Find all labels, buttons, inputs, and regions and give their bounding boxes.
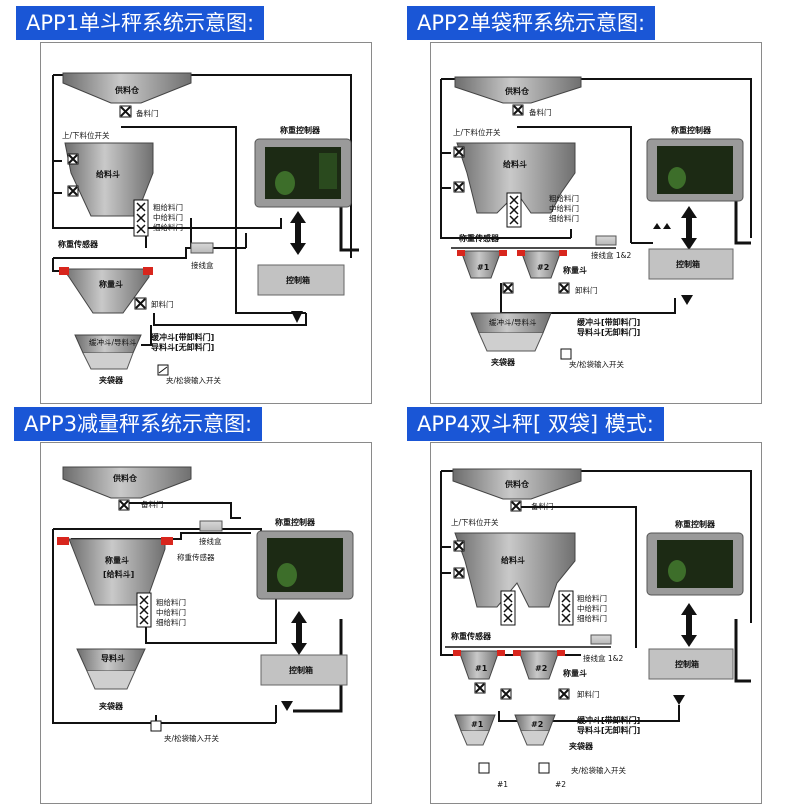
buffer2-label: #2 [531,720,543,729]
discharge-gate-label: 卸料门 [577,689,600,699]
bag-clamp-label: 夹袋器 [99,701,124,711]
app2-title: APP2单袋秤系统示意图: [407,6,656,40]
weigh-hopper-label: 称量斗 [563,265,587,275]
guide-note: 导料斗[无卸料门] [577,327,640,337]
buffer1-label: #1 [471,720,484,729]
controller-label: 称重控制器 [675,519,716,529]
app3-title: APP3减量秤系统示意图: [14,407,263,441]
coarse-gate-label: 粗给料门 [549,193,579,203]
bag-switch-label: 夹/松袋输入开关 [166,375,222,385]
bag-switch-label: 夹/松袋输入开关 [571,765,627,775]
app3-svg: 供料仓 备料门 接线盒 称重传感器 称量斗 [给料斗] 粗给料门 中给料门 细给… [52,466,354,743]
discharge-gate-label: 卸料门 [151,299,174,309]
controller-label: 称重控制器 [280,125,321,135]
junction-box-label: 接线盒 1&2 [591,250,632,260]
feed-hopper-label: 给料斗 [503,159,527,169]
bag-clamp-shape [82,352,134,370]
feed-hopper-bracket-label: [给料斗] [103,569,134,579]
bag-clamp-label: 夹袋器 [99,375,124,385]
switch1-label: #1 [497,780,508,789]
supply-bin-label: 供料仓 [114,85,140,95]
guide-note: 导料斗[无卸料门] [577,725,640,735]
guide-hopper-label: 导料斗 [101,653,125,663]
coarse-gate-label: 粗给料门 [153,202,183,212]
load-sensor-label: 称重传感器 [58,239,99,249]
control-box-label: 控制箱 [675,659,699,669]
app4-title: APP4双斗秤[ 双袋] 模式: [407,407,664,441]
medium-gate-label: 中给料门 [549,203,579,213]
guide-note: 导料斗[无卸料门] [151,342,214,352]
fine-gate-label: 细给料门 [577,613,607,623]
buffer-note: 缓冲斗[带卸料门] [577,715,640,725]
standby-gate-label: 备料门 [136,108,159,118]
app2-diagram: 供料仓 备料门 上/下料位开关 给料斗 粗给料门 中给料门 细给料门 称重控制器… [430,42,762,404]
fine-gate-label: 细给料门 [153,222,183,232]
bag-clamp-label: 夹袋器 [569,741,594,751]
controller-label: 称重控制器 [671,125,712,135]
bag-switch-label: 夹/松袋输入开关 [569,359,625,369]
medium-gate-label: 中给料门 [577,603,607,613]
feed-hopper-label: 给料斗 [501,555,525,565]
standby-gate-label: 备料门 [531,501,554,511]
weigh-hopper-label: 称量斗 [99,279,123,289]
supply-bin-shape [62,72,192,104]
junction-box-label: 接线盒 [199,536,222,546]
feed-hopper-label: 给料斗 [96,169,120,179]
medium-gate-label: 中给料门 [153,212,183,222]
buffer-note: 缓冲斗[带卸料门] [577,317,640,327]
sensor-left [59,267,69,275]
load-sensor-label: 称重传感器 [451,631,492,641]
level-switch-label: 上/下料位开关 [453,127,501,137]
junction-box-label: 接线盒 [191,260,214,270]
fine-gate-label: 细给料门 [549,213,579,223]
standby-gate-label: 备料门 [529,107,552,117]
bag-switch-label: 夹/松袋输入开关 [164,733,220,743]
unit2-label: #2 [537,263,549,272]
control-box-label: 控制箱 [676,259,700,269]
control-box-label: 控制箱 [286,275,310,285]
control-box [257,264,345,296]
coarse-gate-label: 粗给料门 [156,597,186,607]
unit1-label: #1 [477,263,490,272]
medium-gate-label: 中给料门 [156,607,186,617]
app1-diagram: 供料仓 备料门 上/下料位开关 给料斗 粗给料门 中给料门 细给料门 称重控制器… [40,42,372,404]
app1-title: APP1单斗秤系统示意图: [16,6,265,40]
unit2-label: #2 [535,664,547,673]
comm-arrow [290,211,306,255]
junction-box [190,242,214,254]
app1-svg: 供料仓 备料门 上/下料位开关 给料斗 粗给料门 中给料门 细给料门 称重控制器… [52,72,359,385]
weigh-hopper-label: 称量斗 [563,668,587,678]
unit1-label: #1 [475,664,488,673]
sensor-right [143,267,153,275]
switch2-label: #2 [555,780,566,789]
app2-svg: 供料仓 备料门 上/下料位开关 给料斗 粗给料门 中给料门 细给料门 称重控制器… [440,76,752,369]
app3-diagram: 供料仓 备料门 接线盒 称重传感器 称量斗 [给料斗] 粗给料门 中给料门 细给… [40,442,372,804]
buffer-hopper-label: 缓冲斗/导料斗 [489,317,537,327]
control-box-label: 控制箱 [289,665,313,675]
supply-bin-label: 供料仓 [504,479,530,489]
level-switch-label: 上/下料位开关 [451,517,499,527]
controller-label: 称重控制器 [275,517,316,527]
app4-diagram: 供料仓 备料门 上/下料位开关 给料斗 粗给料门 中给料门 细给料门 称重控制器… [430,442,762,804]
supply-bin-label: 供料仓 [112,473,138,483]
standby-gate-label: 备料门 [141,499,164,509]
fine-gate-label: 细给料门 [156,617,186,627]
level-switch-label: 上/下料位开关 [62,130,110,140]
junction-box-label: 接线盒 1&2 [583,653,624,663]
weigh-hopper-label: 称量斗 [105,555,129,565]
coarse-gate-label: 粗给料门 [577,593,607,603]
bag-clamp-label: 夹袋器 [491,357,516,367]
buffer-hopper-label: 缓冲斗/导料斗 [89,337,137,347]
discharge-gate-label: 卸料门 [575,285,598,295]
supply-bin-label: 供料仓 [504,86,530,96]
buffer-note: 缓冲斗[带卸料门] [151,332,214,342]
load-sensor-label: 称重传感器 [177,552,215,562]
app4-svg: 供料仓 备料门 上/下料位开关 给料斗 粗给料门 中给料门 细给料门 称重控制器… [440,468,752,789]
load-sensor-label: 称重传感器 [459,233,500,243]
